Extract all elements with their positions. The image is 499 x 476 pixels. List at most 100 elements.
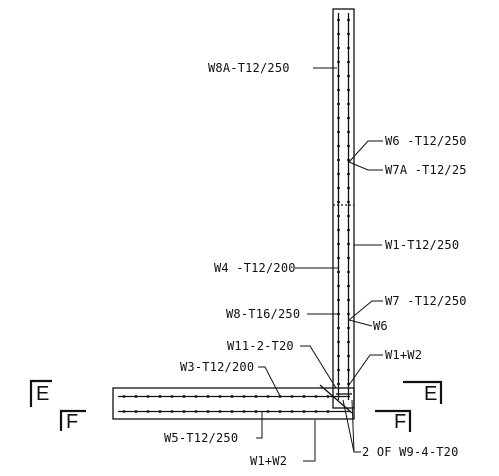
rebar-dot [337,172,340,176]
rebar-dot [290,410,294,413]
rebar-dot [278,410,282,413]
rebar-dot [347,18,350,22]
rebar-dot [158,395,162,398]
rebar-dot [337,200,340,204]
rebar-dot [347,46,350,50]
label-w7: W7 -T12/250 [385,294,467,308]
label-w8: W8-T16/250 [226,307,300,321]
rebar-dot [337,116,340,120]
horizontal-wall-outline [112,387,355,420]
vertical-rebar-dots [337,18,350,386]
leader-w11 [300,345,337,389]
rebar-dot [337,340,340,344]
rebar-dot [347,186,350,190]
leader-w6 [348,140,383,163]
section-f-right-mark [375,409,412,432]
rebar-dot [170,395,174,398]
rebar-dot [278,395,282,398]
label-w5: W5-T12/250 [164,431,238,445]
rebar-dot [347,312,350,316]
label-w1: W1-T12/250 [385,238,459,252]
section-e-right: E [424,383,437,405]
rebar-dot [347,60,350,64]
leader-w1w2-bottom [303,420,316,462]
rebar-dot [337,242,340,246]
rebar-dot [337,214,340,218]
rebar-dot [347,354,350,358]
rebar-dot [347,144,350,148]
rebar-dot [254,410,258,413]
corner-bar [319,384,353,414]
rebar-dot [337,32,340,36]
rebar-dot [122,395,126,398]
rebar-dot [170,410,174,413]
rebar-dot [302,410,306,413]
rebar-dot [337,130,340,134]
rebar-dot [230,410,234,413]
label-w9: 2 OF W9-4-T20 [362,445,459,459]
rebar-dot [337,144,340,148]
rebar-dot [146,395,150,398]
section-f-left: F [66,411,78,433]
rebar-dot [347,88,350,92]
rebar-dot [302,395,306,398]
leader-lines [256,67,383,462]
rebar-dot [158,410,162,413]
rebar-dot [337,158,340,162]
rebar-dot [347,326,350,330]
horizontal-rebar-dots [122,395,330,413]
rebar-dot [347,172,350,176]
rebar-dot [242,395,246,398]
section-markers [29,379,443,432]
leader-w5 [256,412,263,439]
rebar-dot [347,200,350,204]
label-w8a: W8A-T12/250 [208,61,290,75]
label-w4: W4 -T12/200 [214,261,296,275]
rebar-dot [337,74,340,78]
rebar-dot [347,284,350,288]
section-e-left-mark [29,379,52,407]
rebar-dot [337,102,340,106]
rebar-dot [337,298,340,302]
rebar-dot [347,256,350,260]
rebar-dot [337,18,340,22]
rebar-dot [347,298,350,302]
rebar-dot [314,410,318,413]
rebar-dot [314,395,318,398]
rebar-dot [347,158,350,162]
label-w1w2-right: W1+W2 [385,348,422,362]
rebar-dot [266,410,270,413]
rebar-dot [337,326,340,330]
label-w6: W6 -T12/250 [385,134,467,148]
section-f-right: F [394,411,406,433]
rebar-dot [347,32,350,36]
rebar-dot [194,395,198,398]
rebar-dot [347,228,350,232]
rebar-dot [266,395,270,398]
rebar-dot [134,410,138,413]
rebar-dot [230,395,234,398]
rebar-dot [337,46,340,50]
rebar-dot [347,102,350,106]
rebar-dot [337,228,340,232]
leader-w6b [348,319,373,327]
section-e-right-mark [403,380,443,404]
section-e-left: E [36,383,49,405]
rebar-dot [337,60,340,64]
rebar-dot [347,130,350,134]
rebar-dot [347,116,350,120]
rebar-dot [182,410,186,413]
rebar-dot [206,395,210,398]
rebar-dot [206,410,210,413]
rebar-dot [194,410,198,413]
rebar-dot [337,354,340,358]
rebar-dot [337,88,340,92]
rebar-dot [337,382,340,386]
leader-w7a [348,161,383,171]
rebar-dot [347,74,350,78]
leader-w9-b [351,399,355,453]
label-w7a: W7A -T12/25 [385,163,467,177]
leader-w7 [348,300,383,321]
